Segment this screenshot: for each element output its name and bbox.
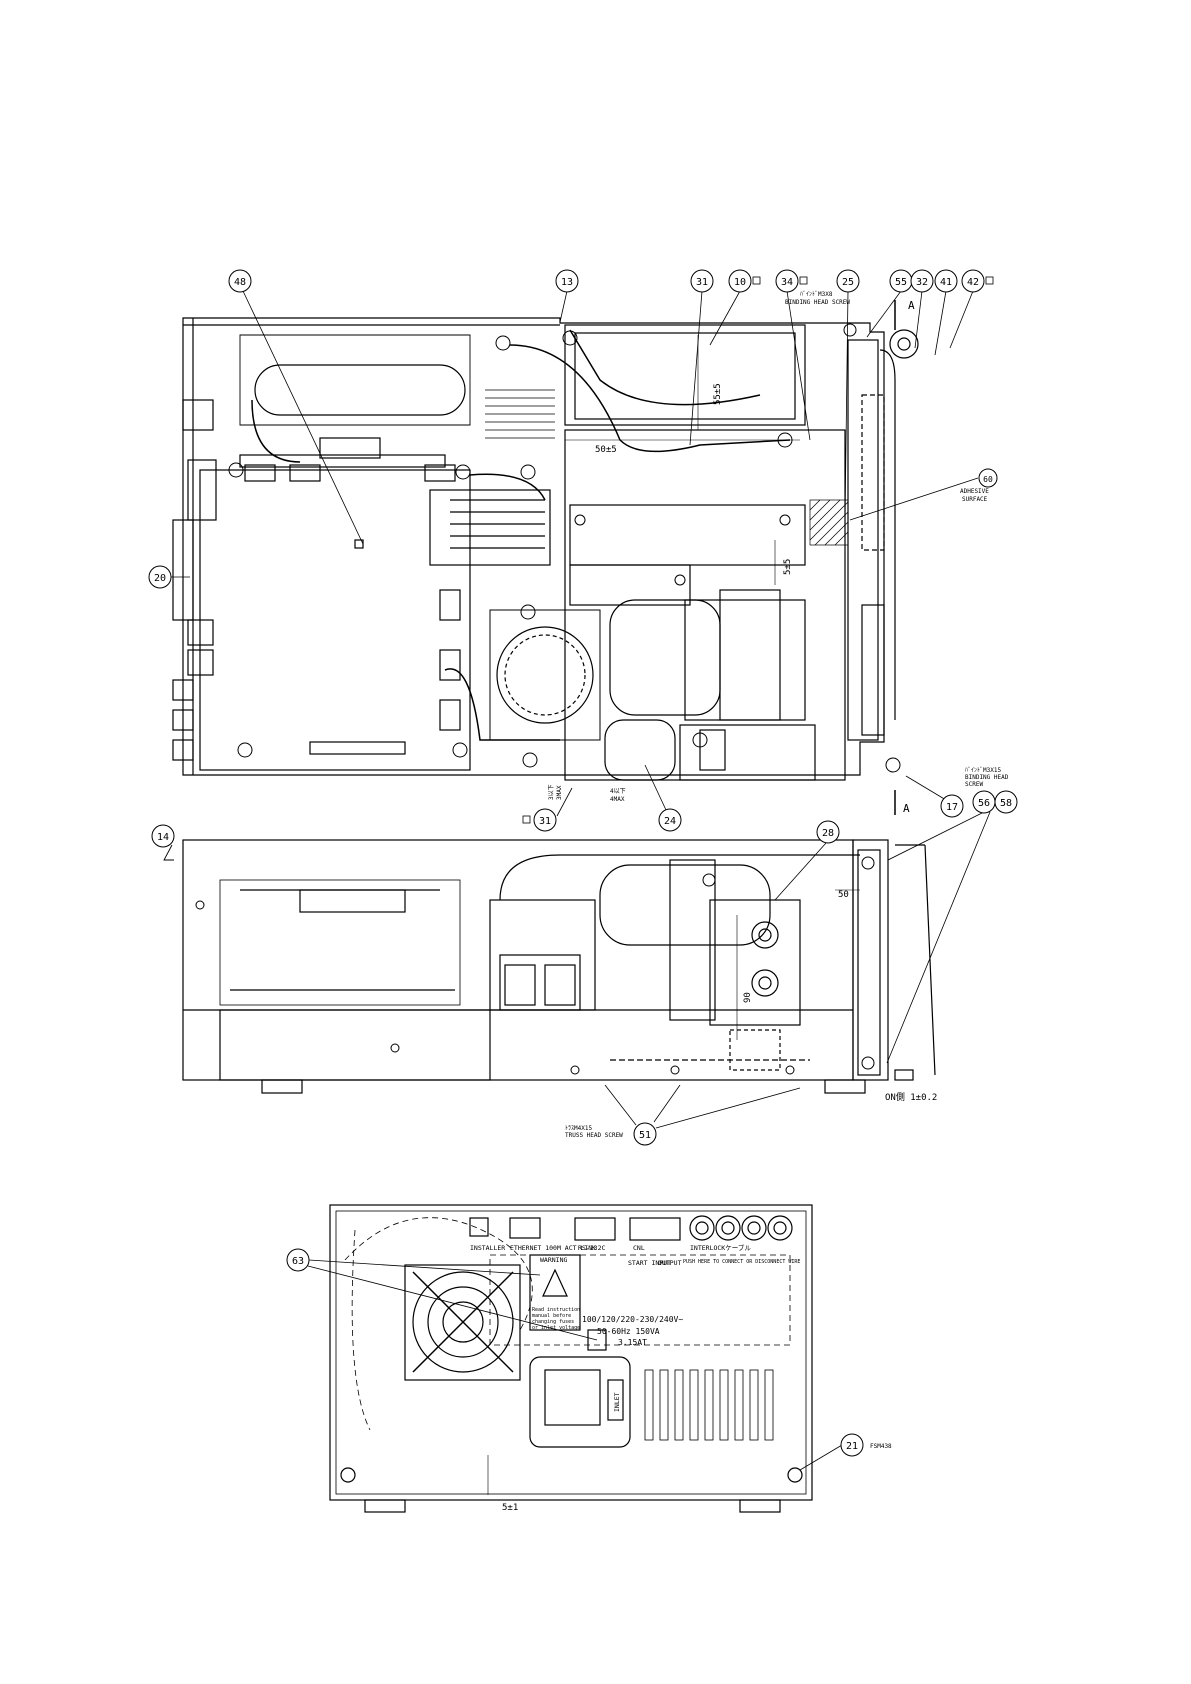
notes: ﾊﾞｲﾝﾄﾞM3X8 BINDING HEAD SCREW ADHESIVE S… — [565, 291, 1009, 1450]
note-adhesive-1: ADHESIVE — [960, 488, 989, 495]
note-balloon21: FSM438 — [870, 1443, 892, 1450]
balloon-label-10: 10 — [734, 277, 746, 288]
label-rs232c: RS-232C — [578, 1244, 605, 1252]
balloon-58 — [994, 790, 1018, 814]
note-screw-right-1: ﾊﾞｲﾝﾄﾞM3X15 — [965, 767, 1001, 774]
balloon-label-51: 51 — [639, 1130, 651, 1141]
note-truss-2: TRUSS HEAD SCREW — [565, 1132, 623, 1139]
balloon-label-24: 24 — [664, 816, 676, 827]
label-inlet: INLET — [613, 1392, 621, 1412]
balloon-label-25: 25 — [842, 277, 854, 288]
note-screw-top-1: ﾊﾞｲﾝﾄﾞM3X8 — [800, 291, 833, 298]
balloon-32 — [910, 269, 934, 349]
dim-side-90: 90 — [743, 992, 753, 1003]
note-truss-1: ﾄﾗｽM4X15 — [565, 1125, 592, 1132]
balloon-label-60: 60 — [983, 475, 993, 484]
section-mark-top: A — [908, 299, 915, 312]
balloon-label-42: 42 — [967, 277, 979, 288]
label-push-note: PUSH HERE TO CONNECT OR DISCONNECT WIRE — [683, 1259, 800, 1265]
dim-rear-5: 5±1 — [502, 1503, 518, 1513]
balloon-label-17: 17 — [946, 802, 958, 813]
balloon-17 — [905, 775, 964, 818]
balloon-21 — [799, 1433, 864, 1471]
label-ethernet: ETHERNET 100M ACT LINK — [510, 1244, 596, 1252]
balloon-label-32: 32 — [916, 277, 928, 288]
label-installer: INSTALLER — [470, 1244, 505, 1252]
balloon-label-58: 58 — [1000, 798, 1012, 809]
balloon-label-41: 41 — [940, 277, 952, 288]
balloon-label-63: 63 — [292, 1256, 304, 1267]
dim-4: 4以下 — [610, 788, 626, 795]
label-warning: WARNING — [540, 1256, 567, 1264]
balloon-20 — [148, 565, 190, 589]
balloon-60 — [849, 468, 998, 521]
label-start-input: START INPUT — [628, 1259, 671, 1267]
rear-panel-labels: INSTALLER ETHERNET 100M ACT LINK RS-232C… — [470, 1243, 800, 1412]
note-screw-right-2: BINDING HEAD — [965, 774, 1009, 781]
balloon-13 — [555, 269, 579, 323]
dim-4max: 4MAX — [610, 796, 625, 803]
dim-3max: 3MAX — [556, 785, 563, 800]
dim-3: 3以下 — [548, 784, 555, 800]
label-warn-body-1: Read instruction — [532, 1307, 580, 1313]
label-rating-2: 50-60Hz 150VA — [597, 1327, 660, 1336]
label-warn-body-2: manual before — [532, 1313, 571, 1319]
note-screw-right-3: SCREW — [965, 781, 983, 788]
balloon-34 — [775, 269, 811, 441]
balloon-label-13: 13 — [561, 277, 573, 288]
rear-view — [329, 1204, 813, 1513]
balloon-label-20: 20 — [154, 573, 166, 584]
label-output: OUTPUT — [658, 1259, 682, 1267]
balloon-25 — [836, 269, 860, 521]
section-mark-bottom: A — [903, 802, 910, 815]
balloon-51 — [604, 1084, 801, 1146]
dim-5: 5±5 — [783, 559, 793, 575]
balloon-label-55: 55 — [895, 277, 907, 288]
dim-on: ON側 1±0.2 — [885, 1091, 937, 1103]
note-screw-top-2: BINDING HEAD SCREW — [785, 299, 850, 306]
balloon-label-48: 48 — [234, 277, 246, 288]
balloon-label-56: 56 — [978, 798, 990, 809]
part-mark-squares — [522, 276, 994, 824]
label-rating-3: 3.15AT — [618, 1338, 647, 1347]
balloon-label-31b: 31 — [539, 816, 551, 827]
balloon-24 — [644, 764, 682, 832]
label-cnl: CNL — [633, 1244, 645, 1252]
dim-50: 50±5 — [595, 445, 617, 455]
balloon-label-14: 14 — [157, 832, 169, 843]
balloon-label-31: 31 — [696, 277, 708, 288]
top-view — [172, 317, 919, 781]
balloon-14 — [151, 824, 175, 861]
balloon-63 — [286, 1248, 598, 1341]
balloon-10 — [709, 269, 752, 346]
note-adhesive-2: SURFACE — [962, 496, 988, 503]
balloon-56 — [886, 790, 996, 1064]
label-rating-1: 100/120/220-230/240V~ — [582, 1315, 683, 1324]
label-interlock: INTERLOCKケーブル — [690, 1243, 751, 1252]
dim-55: 55±5 — [713, 383, 723, 405]
balloon-label-34: 34 — [781, 277, 793, 288]
balloon-28 — [774, 820, 840, 901]
dimensions: 50±5 55±5 5±5 3以下 3MAX 4以下 4MAX 50 90 ON… — [502, 383, 937, 1513]
balloon-31a — [689, 269, 714, 446]
balloon-42 — [949, 269, 985, 349]
label-warn-body-3: changing fuses — [532, 1319, 574, 1325]
balloons — [148, 269, 1018, 1471]
side-view — [182, 839, 936, 1094]
balloon-41 — [934, 269, 958, 356]
section-marks: A A — [894, 299, 915, 815]
balloon-48 — [228, 269, 364, 545]
dim-side-50: 50 — [838, 890, 849, 900]
balloon-label-28: 28 — [822, 828, 834, 839]
label-warn-body-4: or inlet voltage — [532, 1325, 580, 1331]
balloon-31b — [533, 787, 573, 832]
balloon-label-21: 21 — [846, 1441, 858, 1452]
balloon-labels: 48 13 31 10 34 25 55 32 41 42 60 20 17 5… — [154, 277, 1012, 1452]
